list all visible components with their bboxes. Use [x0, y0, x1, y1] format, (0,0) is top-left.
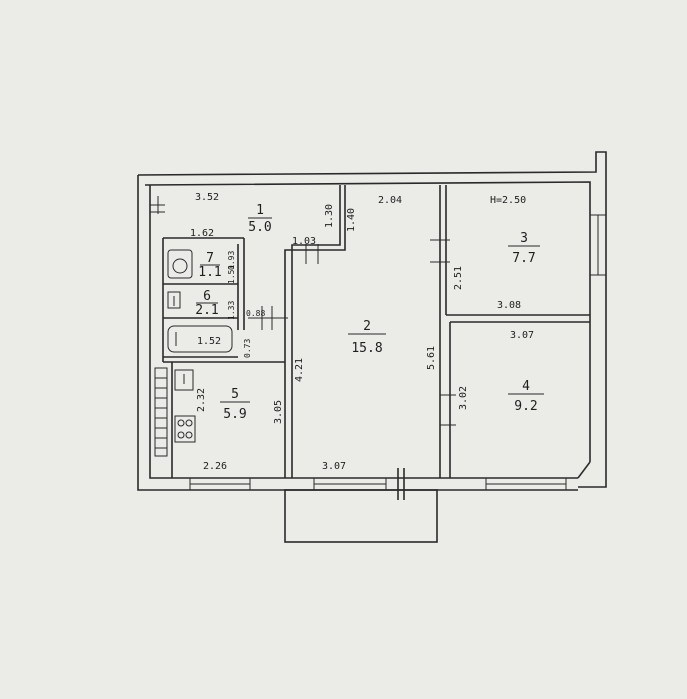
room-3-area: 7.7	[512, 251, 535, 266]
room-1-area: 5.0	[248, 220, 271, 235]
dim-3-08: 3.08	[497, 300, 521, 311]
dim-1-51: 1.51	[227, 265, 236, 284]
bathtub-icon	[167, 325, 233, 353]
room-6-number: 6	[203, 289, 211, 304]
ceiling-height-note: H=2.50	[490, 195, 526, 206]
room-1-number: 1	[256, 203, 264, 218]
dim-4-21: 4.21	[294, 358, 305, 382]
room-7-area: 1.1	[198, 265, 221, 280]
kitchen-sink-icon	[174, 369, 194, 391]
room-3-number: 3	[520, 231, 528, 246]
door-marks	[150, 196, 456, 426]
room-5-number: 5	[231, 387, 239, 402]
dim-3-02: 3.02	[458, 386, 469, 410]
interior-walls	[162, 185, 590, 478]
dim-2-51: 2.51	[453, 266, 464, 290]
room-6-area: 2.1	[195, 303, 218, 318]
room-4-number: 4	[522, 379, 530, 394]
room-2-area: 15.8	[351, 341, 382, 356]
dim-2-32: 2.32	[196, 388, 207, 412]
room-7-number: 7	[206, 251, 214, 266]
dim-2-26: 2.26	[203, 461, 227, 472]
dim-2-04: 2.04	[378, 195, 402, 206]
room-5-area: 5.9	[223, 407, 246, 422]
room-4-area: 9.2	[514, 399, 537, 414]
stove-icon	[174, 415, 196, 443]
dim-1-33: 1.33	[227, 301, 236, 320]
windows	[189, 214, 607, 491]
balcony	[284, 489, 438, 543]
dim-5-61: 5.61	[426, 346, 437, 370]
dim-1-62: 1.62	[190, 228, 214, 239]
room-labels: 1 5.0 2 15.8 3 7.7 4 9.2 5 5.9 6 2.1 7 1…	[195, 203, 544, 422]
dim-0-73: 0.73	[243, 339, 252, 358]
room-2-number: 2	[363, 319, 371, 334]
dimension-labels: 3.52 1.62 2.04 1.03 3.08 3.07 2.26 3.07 …	[190, 192, 534, 472]
toilet-icon	[167, 249, 193, 279]
dim-1-52: 1.52	[197, 336, 221, 347]
dim-0-93: 0.93	[227, 251, 236, 270]
dim-1-30: 1.30	[324, 204, 335, 228]
dim-3-07-top: 3.07	[510, 330, 534, 341]
dim-0-88: 0.88	[246, 309, 265, 318]
dim-3-07-bottom: 3.07	[322, 461, 346, 472]
fixtures	[154, 249, 233, 457]
sink-icon	[167, 291, 181, 309]
dim-1-40: 1.40	[346, 208, 357, 232]
dim-3-52: 3.52	[195, 192, 219, 203]
radiator-icon	[154, 367, 168, 457]
dim-1-03: 1.03	[292, 236, 316, 247]
dim-3-05: 3.05	[273, 400, 284, 424]
